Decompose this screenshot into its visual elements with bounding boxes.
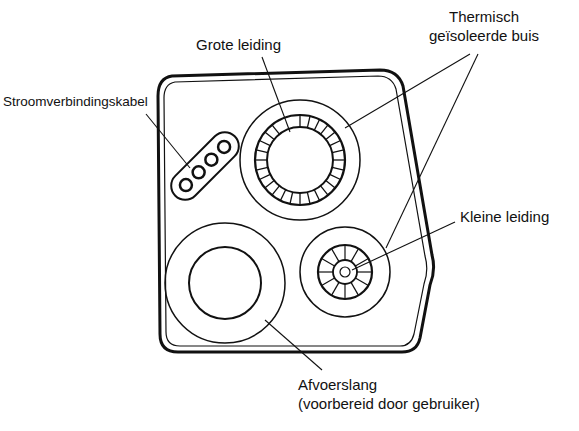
fin [307, 116, 310, 128]
leader-line [146, 114, 190, 168]
fin [255, 159, 267, 160]
fin [256, 167, 268, 170]
insulation-tube [300, 227, 390, 317]
callout-label: Kleine leiding [460, 208, 549, 227]
large-pipe-inner [267, 127, 333, 193]
small-pipe-outer [318, 245, 372, 299]
fin [314, 190, 319, 201]
insulation-tube [240, 100, 360, 220]
fin [322, 278, 335, 286]
fin [272, 186, 279, 195]
callout-label: Grote leiding [196, 36, 281, 55]
fin [357, 271, 372, 272]
leader-line [345, 54, 470, 128]
leader-lines [146, 54, 478, 370]
fin [259, 174, 270, 179]
drain-hose-outer [165, 223, 285, 343]
fin [265, 181, 274, 188]
fin [299, 115, 300, 127]
fin [307, 192, 310, 204]
fin [299, 193, 300, 205]
fin [332, 282, 340, 295]
large-pipe-outer [255, 115, 345, 205]
leader-line [352, 222, 455, 270]
fin [332, 150, 344, 153]
callout-label: Stroomverbindingskabel [3, 94, 148, 111]
fin [314, 119, 319, 130]
bundle-outline [158, 70, 434, 352]
fin [265, 132, 274, 139]
small-pipe-fins [318, 245, 372, 299]
fin [321, 125, 328, 134]
fin [326, 181, 335, 188]
bundle-inner-outline [164, 76, 427, 346]
fin [330, 174, 341, 179]
fin [321, 186, 328, 195]
fin [333, 159, 345, 160]
fin [355, 278, 368, 286]
fin [332, 167, 344, 170]
callout-label: Thermisch geïsoleerde buis [418, 8, 550, 46]
fin [259, 140, 270, 145]
leader-line [262, 57, 290, 132]
fin [330, 140, 341, 145]
fin [344, 284, 345, 299]
fin [332, 249, 340, 262]
fin [256, 150, 268, 153]
small-pipe-inner [333, 260, 357, 284]
fin [351, 249, 359, 262]
leader-line [265, 320, 322, 370]
fin [318, 271, 333, 272]
fin [322, 259, 335, 267]
drain-hose-inner [189, 247, 261, 319]
fin [344, 245, 345, 260]
callout-label: Afvoerslang (voorbereid door gebruiker) [298, 376, 543, 414]
fin [351, 282, 359, 295]
fin [272, 125, 279, 134]
fin [280, 190, 285, 201]
fin [326, 132, 335, 139]
small-pipe-core [340, 267, 350, 277]
fin [290, 192, 293, 204]
power-cable [165, 126, 244, 205]
large-pipe-fins [255, 115, 345, 205]
